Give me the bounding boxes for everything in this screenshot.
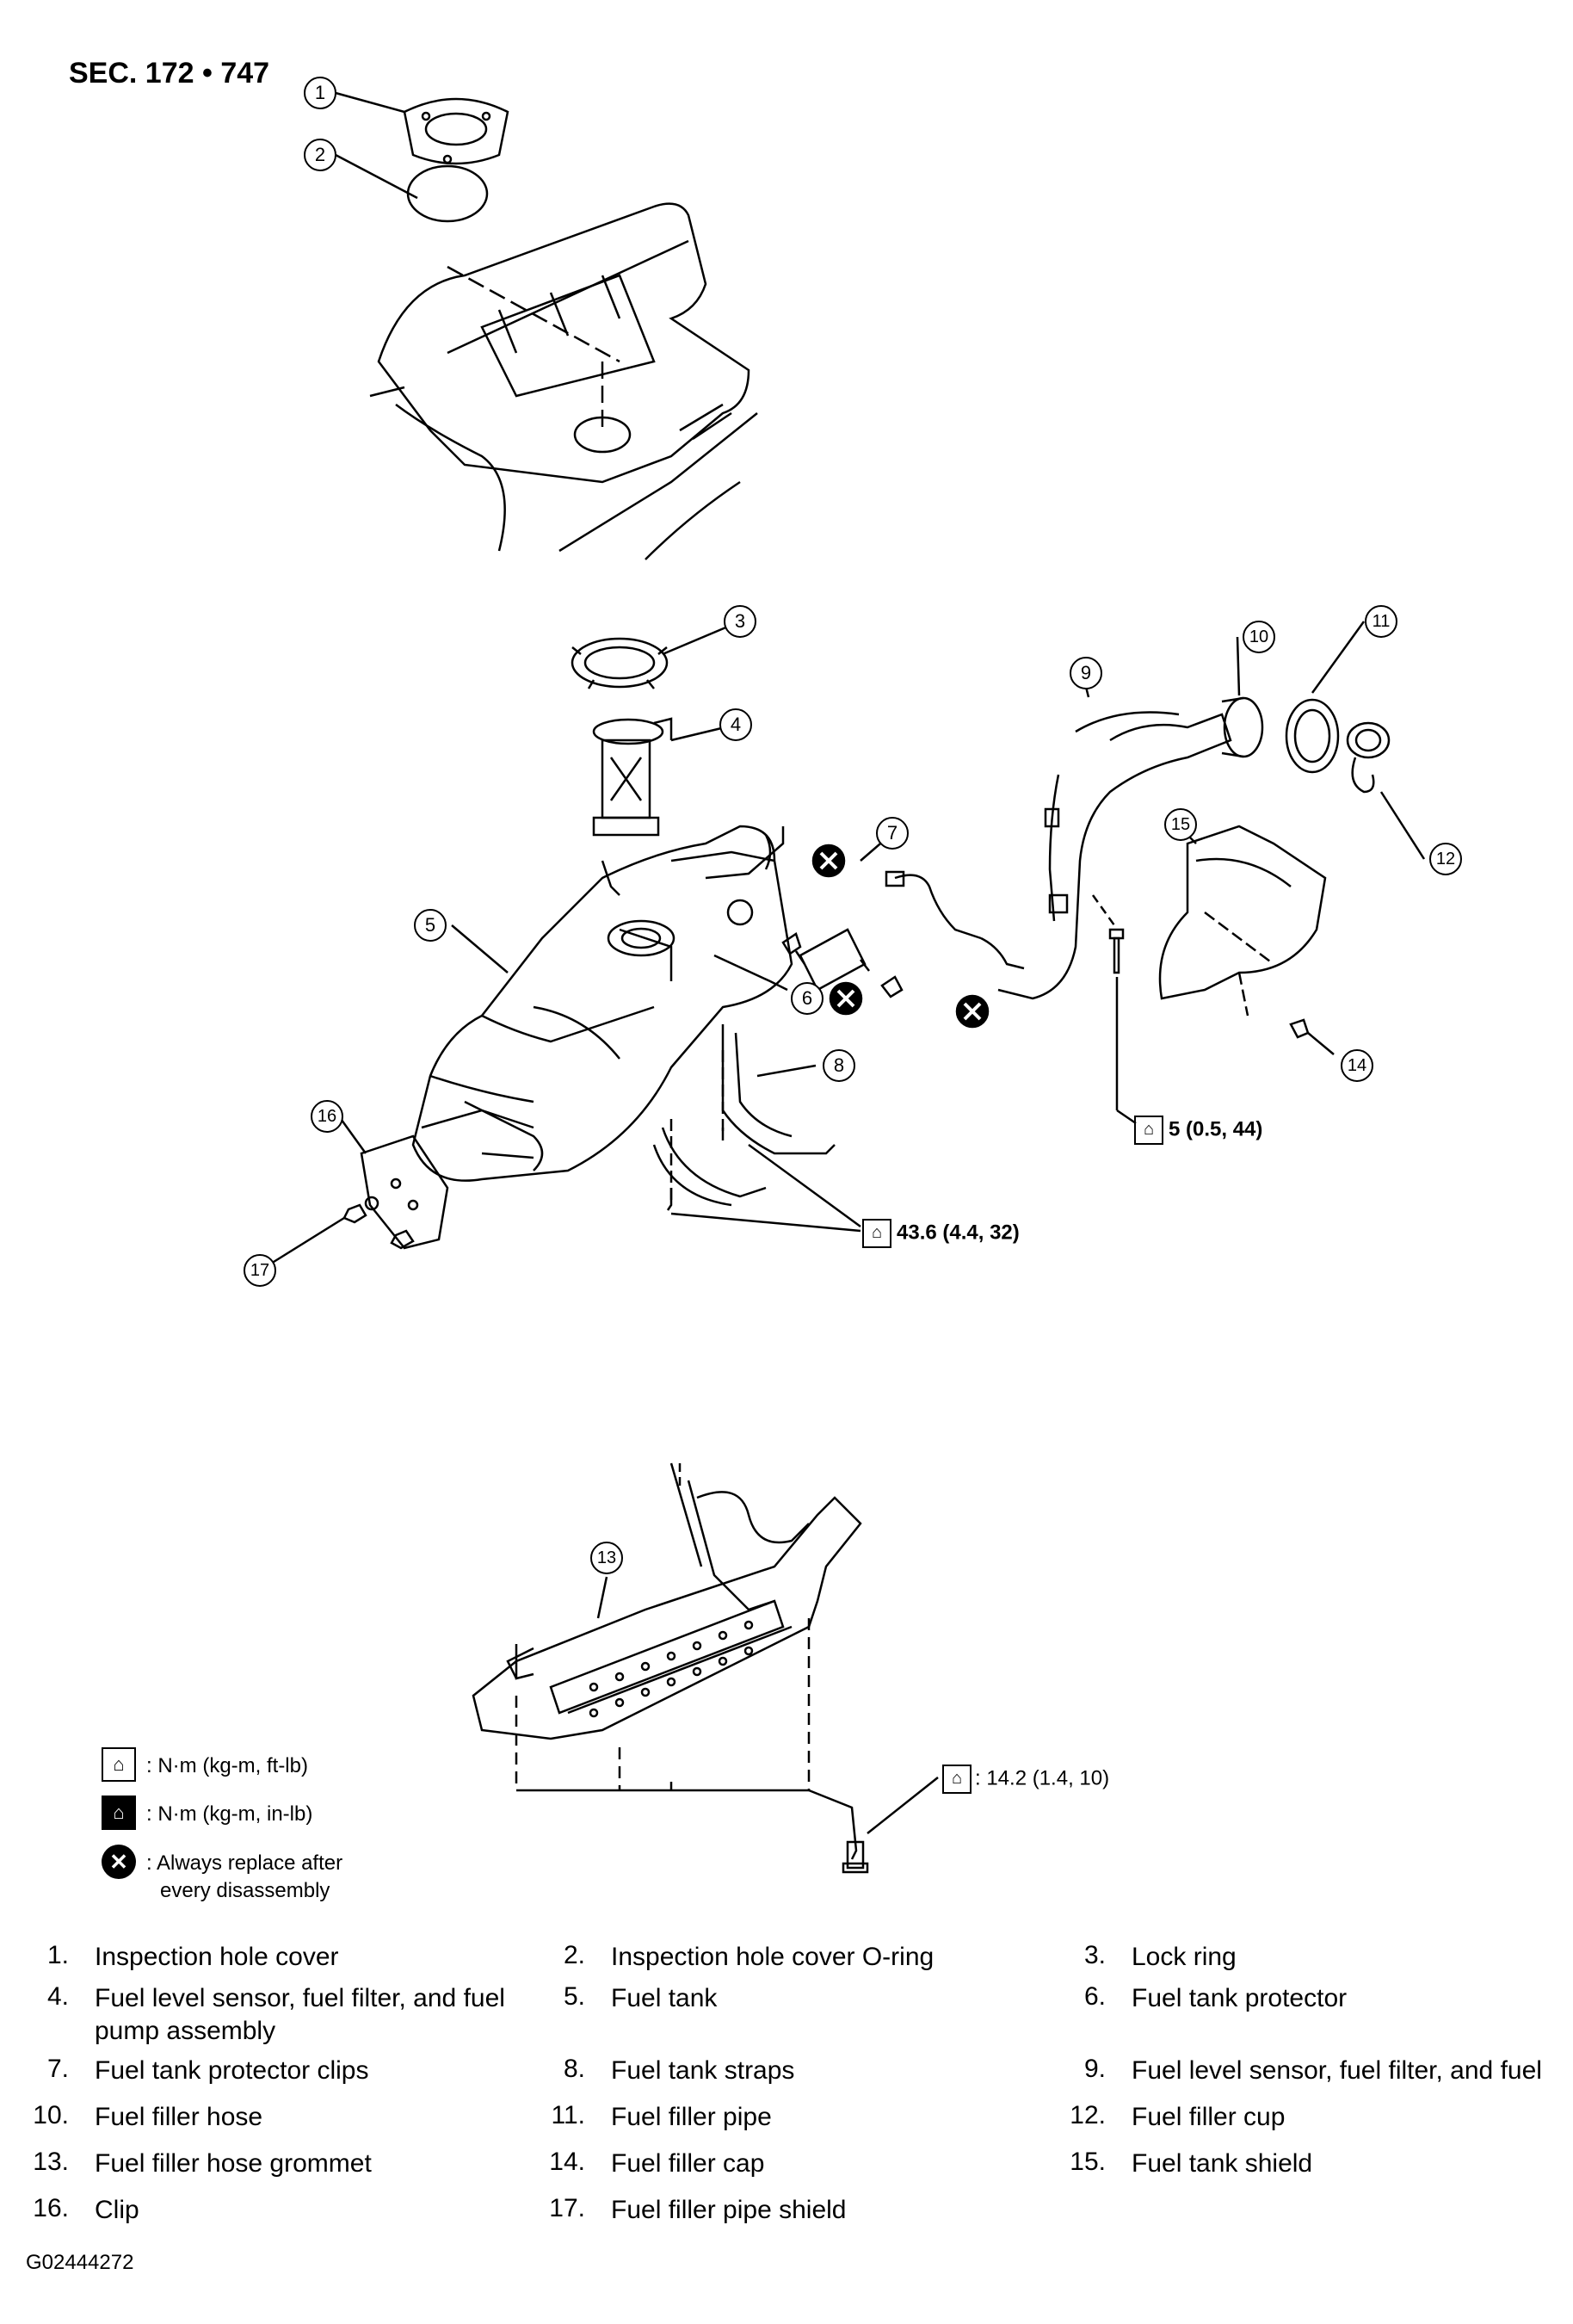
fuel-filler-hose-grommet <box>1285 698 1340 774</box>
part-number: 9. <box>1083 2055 1106 2083</box>
part-number: 1. <box>46 1941 69 1969</box>
section-title: SEC. 172 • 747 <box>69 57 270 90</box>
torque-wrench-icon: ⌂ <box>102 1747 136 1782</box>
callout-16: 16 <box>311 1100 343 1133</box>
callout-17: 17 <box>244 1254 276 1287</box>
callout-10: 10 <box>1243 621 1275 653</box>
part-name: Fuel filler cup <box>1132 2103 1286 2131</box>
callout-11: 11 <box>1365 605 1397 638</box>
part-name: Fuel filler cap <box>611 2149 765 2178</box>
replace-marker <box>811 844 846 878</box>
fuel-tank-protector-clips <box>342 1196 415 1250</box>
torque-wrench-icon: ⌂ <box>942 1765 972 1794</box>
torque-wrench-icon: ⌂ <box>862 1219 891 1248</box>
evap-vent-line <box>885 870 1025 970</box>
part-number: 2. <box>563 1941 585 1969</box>
part-number: 8. <box>563 2055 585 2083</box>
callout-15: 15 <box>1164 808 1197 841</box>
part-number: 15. <box>1070 2148 1106 2176</box>
part-number: 10. <box>33 2101 69 2129</box>
part-name: Inspection hole cover O-ring <box>611 1943 935 1971</box>
part-name: Fuel level sensor, fuel filter, and fuel <box>1132 2056 1542 2085</box>
fuel-filler-hose <box>794 928 870 992</box>
part-name: Fuel tank <box>611 1984 718 2012</box>
part-number: 14. <box>549 2148 585 2176</box>
figure-code: G02444272 <box>26 2251 134 2274</box>
fuel-tank-straps <box>652 1024 836 1211</box>
part-name: Fuel filler pipe <box>611 2103 772 2131</box>
torque-spec-3: ⌂: 14.2 (1.4, 10) <box>942 1765 1109 1794</box>
part-name: Fuel tank straps <box>611 2056 795 2085</box>
part-number: 16. <box>33 2194 69 2222</box>
part-number: 4. <box>46 1982 69 2011</box>
part-name: Fuel tank shield <box>1132 2149 1313 2178</box>
part-number: 3. <box>1083 1941 1106 1969</box>
replace-x-icon: ✕ <box>102 1845 136 1879</box>
callout-6: 6 <box>791 982 824 1015</box>
fuel-pump-assembly <box>592 717 673 837</box>
torque-wrench-icon: ⌂ <box>1134 1116 1163 1145</box>
torque-leader <box>1116 1109 1137 1125</box>
part-name: Inspection hole cover <box>95 1943 339 1971</box>
part-name: Fuel level sensor, fuel filter, and fuel… <box>95 1984 505 2045</box>
fuel-filler-cup <box>1221 696 1264 758</box>
replace-marker <box>829 981 863 1016</box>
part-name: Lock ring <box>1132 1943 1237 1971</box>
callout-4: 4 <box>719 708 752 741</box>
exploded-diagram <box>259 91 1426 1874</box>
fuel-tank-shield <box>472 1462 862 1792</box>
part-number: 13. <box>33 2148 69 2176</box>
callout-1: 1 <box>304 77 336 109</box>
torque-wrench-filled-icon: ⌂ <box>102 1796 136 1830</box>
callout-2: 2 <box>304 139 336 171</box>
fuel-filler-pipe <box>997 711 1232 1000</box>
part-name: Fuel tank protector <box>1132 1984 1348 2012</box>
fuel-filler-pipe-shield <box>1158 825 1327 1017</box>
inspection-hole-cover-o-ring <box>406 164 489 223</box>
torque-spec-2: ⌂43.6 (4.4, 32) <box>862 1219 1020 1248</box>
callout-3: 3 <box>724 605 756 638</box>
replace-marker <box>955 994 990 1029</box>
part-number: 6. <box>1083 1982 1106 2011</box>
callout-8: 8 <box>823 1049 855 1082</box>
part-name: Clip <box>95 2196 139 2224</box>
torque-spec-1: ⌂5 (0.5, 44) <box>1134 1116 1262 1145</box>
callout-7: 7 <box>876 817 909 850</box>
part-name: Fuel filler hose <box>95 2103 263 2131</box>
callout-12: 12 <box>1429 843 1462 875</box>
filler-pipe-bolt <box>1091 894 1125 1110</box>
callout-14: 14 <box>1341 1049 1373 1082</box>
callout-5: 5 <box>414 909 447 942</box>
fuel-level-sensor-clamp <box>781 932 904 998</box>
fuel-tank <box>411 825 793 1182</box>
part-number: 11. <box>551 2101 585 2129</box>
torque-leader <box>670 1143 861 1233</box>
fuel-filler-cap <box>1346 721 1391 794</box>
fuel-tank-protector <box>360 1134 449 1250</box>
part-name: Fuel filler hose grommet <box>95 2149 372 2178</box>
part-name: Fuel tank protector clips <box>95 2056 369 2085</box>
part-number: 5. <box>563 1982 585 2011</box>
part-name: Fuel filler pipe shield <box>611 2196 847 2224</box>
callout-13: 13 <box>590 1542 623 1574</box>
lock-ring <box>571 637 669 689</box>
part-number: 12. <box>1070 2101 1106 2129</box>
part-number: 7. <box>46 2055 69 2083</box>
part-number: 17. <box>549 2194 585 2222</box>
clip <box>1289 1018 1310 1039</box>
inspection-hole-cover <box>403 97 509 165</box>
callout-9: 9 <box>1070 657 1102 689</box>
shield-bolt <box>808 1777 939 1874</box>
vehicle-floor-panel <box>369 202 758 560</box>
